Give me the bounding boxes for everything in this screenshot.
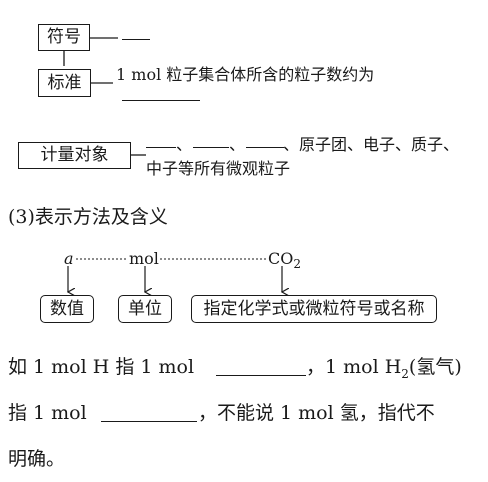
para-blank-1 bbox=[216, 375, 306, 376]
object-sep-3: 、原子团、电子、质子、 bbox=[283, 135, 460, 154]
standard-label: 标准 bbox=[47, 72, 82, 93]
para-line1-start: 如 1 mol H 指 1 mol bbox=[8, 356, 195, 378]
var-a: a bbox=[64, 249, 74, 268]
co2-base: CO bbox=[268, 249, 294, 268]
object-sep-1: 、 bbox=[176, 135, 193, 154]
para-line1-mid: ，1 mol H bbox=[306, 356, 402, 378]
unit-label: 单位 bbox=[128, 298, 162, 319]
para-line2-start: 指 1 mol bbox=[8, 402, 87, 424]
para-line3: 明确。 bbox=[8, 448, 66, 470]
symbol-blank bbox=[122, 39, 150, 40]
para-line2-end: ，不能说 1 mol 氢，指代不 bbox=[198, 402, 435, 424]
para-blank-2 bbox=[101, 421, 197, 422]
standard-box: 标准 bbox=[38, 69, 91, 97]
para-line1-tail: (氢气) bbox=[408, 356, 462, 378]
object-blank-2 bbox=[193, 147, 229, 148]
co2-formula: CO2 bbox=[268, 249, 301, 271]
standard-blank bbox=[122, 100, 200, 101]
formula-label: 指定化学式或微粒符号或名称 bbox=[203, 298, 425, 319]
standard-text: 1 mol 粒子集合体所含的粒子数约为 bbox=[116, 65, 375, 84]
value-box: 数值 bbox=[40, 295, 94, 323]
object-line-2: 中子等所有微观粒子 bbox=[146, 159, 291, 178]
object-label: 计量对象 bbox=[40, 145, 109, 165]
co2-sub: 2 bbox=[293, 257, 301, 272]
object-sep-2: 、 bbox=[229, 135, 246, 154]
symbol-box: 符号 bbox=[38, 24, 90, 51]
object-blank-3 bbox=[246, 147, 284, 148]
formula-box: 指定化学式或微粒符号或名称 bbox=[191, 295, 437, 323]
unit-mol: mol bbox=[129, 249, 159, 268]
h2-sub: 2 bbox=[401, 366, 409, 381]
unit-box: 单位 bbox=[118, 295, 172, 323]
value-label: 数值 bbox=[50, 298, 84, 319]
object-box: 计量对象 bbox=[18, 142, 131, 169]
symbol-label: 符号 bbox=[47, 27, 81, 47]
section-3-heading: (3)表示方法及含义 bbox=[8, 206, 168, 228]
para-line1-end: ，1 mol H2(氢气) bbox=[306, 352, 462, 381]
object-blank-1 bbox=[146, 147, 176, 148]
